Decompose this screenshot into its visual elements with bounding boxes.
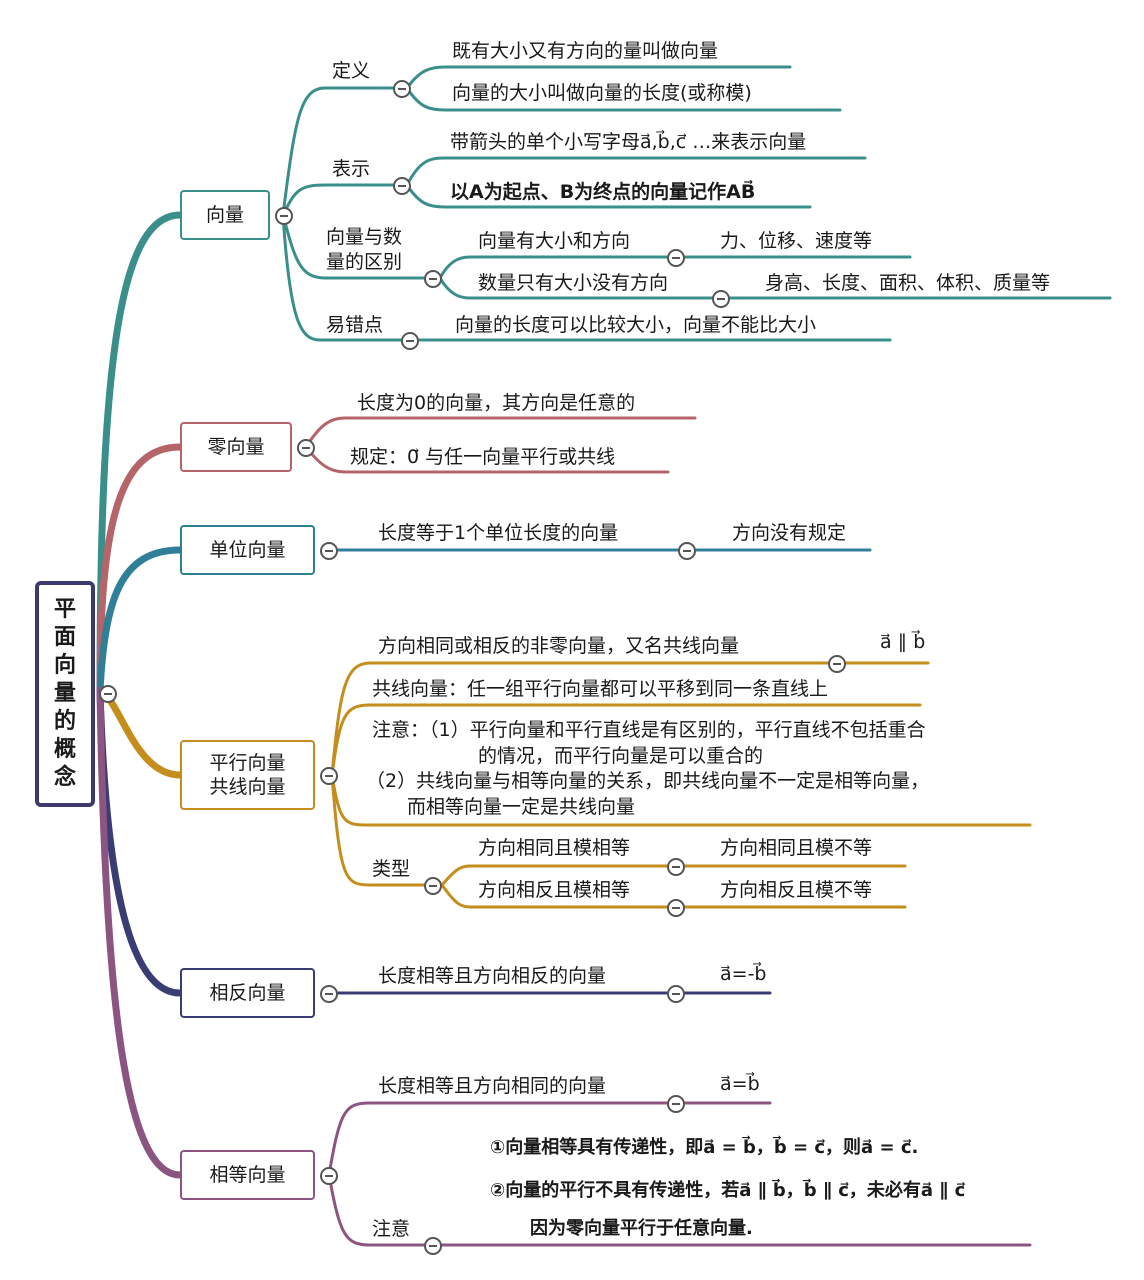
node-unit-vector[interactable]: 单位向量 [180,525,315,575]
vector-definition-item: 向量的大小叫做向量的长度(或称模) [452,82,752,104]
opposite-vector-text: 长度相等且方向相反的向量 [378,965,607,987]
collapse-icon[interactable] [424,877,442,895]
node-vector-label: 向量 [205,204,244,226]
equal-note-label: 注意 [372,1218,411,1240]
branch-unit [96,546,184,694]
vector-definition-label: 定义 [332,60,371,82]
node-zero-vector[interactable]: 零向量 [180,422,292,472]
branch-zero [96,443,184,694]
parallel-type: 方向相反且模不等 [720,879,873,901]
collapse-icon[interactable] [667,249,685,267]
vector-pitfall-label: 易错点 [326,314,384,336]
node-opposite-vector[interactable]: 相反向量 [180,968,315,1018]
parallel-formula: a⃗ ∥ b⃗ [880,631,926,653]
collapse-icon[interactable] [667,985,685,1003]
parallel-note-line: （2）共线向量与相等向量的关系，即共线向量不一定是相等向量， [366,770,930,792]
parallel-note-line: 注意：（1）平行向量和平行直线是有区别的，平行直线不包括重合 [372,719,926,741]
collapse-icon[interactable] [667,1095,685,1113]
vector-definition-item: 既有大小又有方向的量叫做向量 [452,40,719,62]
parallel-item: 方向相同或相反的非零向量，又名共线向量 [378,635,740,657]
vector-difference-row2: 数量只有大小没有方向 [478,272,669,294]
collapse-icon[interactable] [401,332,419,350]
node-unit-vector-label: 单位向量 [209,539,286,561]
node-parallel-vector[interactable]: 平行向量 共线向量 [180,740,315,810]
vector-difference-row1-example: 力、位移、速度等 [720,230,873,252]
node-opposite-vector-label: 相反向量 [209,982,286,1004]
node-equal-vector-label: 相等向量 [209,1164,286,1186]
node-equal-vector[interactable]: 相等向量 [180,1150,315,1200]
collapse-icon[interactable] [320,767,338,785]
parallel-types-label: 类型 [372,858,411,880]
collapse-icon[interactable] [828,655,846,673]
node-zero-vector-label: 零向量 [207,436,265,458]
zero-vector-item: 长度为0的向量，其方向是任意的 [357,392,636,414]
equal-note-line: 因为零向量平行于任意向量. [530,1218,753,1239]
collapse-icon[interactable] [678,542,696,560]
collapse-icon[interactable] [99,685,117,703]
equal-vector-text: 长度相等且方向相同的向量 [378,1075,607,1097]
equal-note-line: ②向量的平行不具有传递性，若a⃗ ∥ b⃗，b⃗ ∥ c⃗，未必有a⃗ ∥ c⃗ [490,1180,966,1201]
vector-representation-label: 表示 [332,158,371,180]
collapse-icon[interactable] [320,542,338,560]
branch-vector [96,211,184,694]
parallel-type: 方向相同且模不等 [720,837,873,859]
collapse-icon[interactable] [667,858,685,876]
parallel-type: 方向相反且模相等 [478,879,631,901]
collapse-icon[interactable] [712,290,730,308]
parallel-note-line: 而相等向量一定是共线向量 [407,796,636,818]
vector-difference-label: 量的区别 [326,251,403,273]
collapse-icon[interactable] [393,80,411,98]
branch-equal [96,686,184,1179]
zero-vector-item: 规定：0⃗ 与任一向量平行或共线 [350,446,616,468]
node-parallel-vector-label: 共线向量 [209,776,286,798]
parallel-type: 方向相同且模相等 [478,837,631,859]
root-node: 平面向量的概念 [35,581,95,807]
parallel-note-line: 的情况，而平行向量是可以重合的 [478,745,764,767]
root-title: 平面向量的概念 [53,597,76,790]
node-parallel-vector-label: 平行向量 [209,752,286,774]
vector-difference-row1: 向量有大小和方向 [478,230,631,252]
collapse-icon[interactable] [297,439,315,457]
vector-representation-item: 以A为起点、B为终点的向量记作AB⃗ [450,181,756,203]
collapse-icon[interactable] [424,270,442,288]
branch-parallel [96,686,184,779]
collapse-icon[interactable] [424,1237,442,1255]
collapse-icon[interactable] [320,985,338,1003]
vector-representation-item: 带箭头的单个小写字母a⃗,b⃗,c⃗ …来表示向量 [450,131,807,153]
collapse-icon[interactable] [320,1167,338,1185]
collapse-icon[interactable] [393,177,411,195]
parallel-item: 共线向量：任一组平行向量都可以平移到同一条直线上 [372,678,829,700]
equal-vector-formula: a⃗=b⃗ [720,1073,760,1095]
vector-difference-label: 向量与数 [326,226,403,248]
vector-difference-row2-example: 身高、长度、面积、体积、质量等 [765,272,1051,294]
vector-pitfall-text: 向量的长度可以比较大小，向量不能比大小 [455,314,817,336]
collapse-icon[interactable] [667,899,685,917]
unit-vector-text: 长度等于1个单位长度的向量 [378,522,619,544]
collapse-icon[interactable] [275,207,293,225]
node-vector[interactable]: 向量 [180,190,270,240]
equal-note-line: ①向量相等具有传递性，即a⃗ = b⃗，b⃗ = c⃗，则a⃗ = c⃗. [490,1137,919,1158]
unit-vector-note: 方向没有规定 [732,522,847,544]
opposite-vector-formula: a⃗=-b⃗ [720,963,767,985]
